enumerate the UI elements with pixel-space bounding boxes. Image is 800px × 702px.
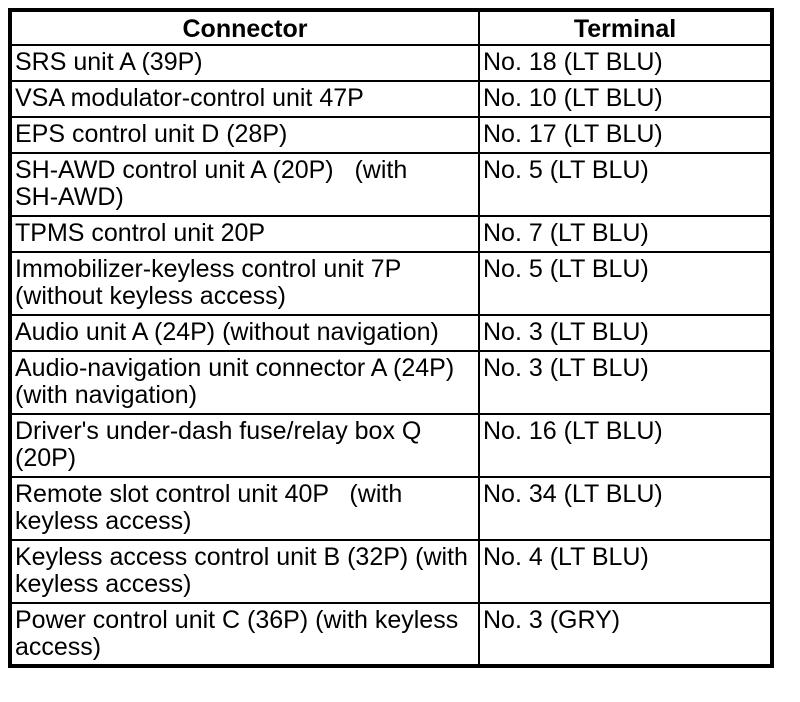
terminal-cell: No. 17 (LT BLU) xyxy=(478,116,773,154)
connector-cell: EPS control unit D (28P) xyxy=(9,116,480,154)
connector-cell: TPMS control unit 20P xyxy=(9,215,480,253)
terminal-cell: No. 5 (LT BLU) xyxy=(478,251,773,316)
table-row: VSA modulator-control unit 47P No. 10 (L… xyxy=(9,80,773,118)
terminal-cell: No. 3 (GRY) xyxy=(478,602,773,667)
terminal-cell: No. 16 (LT BLU) xyxy=(478,413,773,478)
table-row: Keyless access control unit B (32P) (wit… xyxy=(9,539,773,604)
terminal-cell: No. 7 (LT BLU) xyxy=(478,215,773,253)
connector-cell: Keyless access control unit B (32P) (wit… xyxy=(9,539,480,604)
table-row: Remote slot control unit 40P (with keyle… xyxy=(9,476,773,541)
table-row: Immobilizer-keyless control unit 7P (wit… xyxy=(9,251,773,316)
connector-cell: Audio unit A (24P) (without navigation) xyxy=(9,314,480,352)
terminal-cell: No. 18 (LT BLU) xyxy=(478,44,773,82)
connector-terminal-table: Connector Terminal SRS unit A (39P) No. … xyxy=(8,8,774,668)
connector-cell: Remote slot control unit 40P (with keyle… xyxy=(9,476,480,541)
table-header-row: Connector Terminal xyxy=(9,9,773,46)
terminal-cell: No. 5 (LT BLU) xyxy=(478,152,773,217)
table-row: SRS unit A (39P) No. 18 (LT BLU) xyxy=(9,44,773,82)
terminal-cell: No. 34 (LT BLU) xyxy=(478,476,773,541)
table-row: TPMS control unit 20P No. 7 (LT BLU) xyxy=(9,215,773,253)
connector-cell: SRS unit A (39P) xyxy=(9,44,480,82)
connector-cell: Audio-navigation unit connector A (24P) … xyxy=(9,350,480,415)
table-row: Driver's under-dash fuse/relay box Q (20… xyxy=(9,413,773,478)
table-row: SH-AWD control unit A (20P) (with SH-AWD… xyxy=(9,152,773,217)
table-row: Audio unit A (24P) (without navigation) … xyxy=(9,314,773,352)
terminal-cell: No. 10 (LT BLU) xyxy=(478,80,773,118)
connector-cell: Power control unit C (36P) (with keyless… xyxy=(9,602,480,667)
column-header-connector: Connector xyxy=(9,9,480,46)
connector-cell: SH-AWD control unit A (20P) (with SH-AWD… xyxy=(9,152,480,217)
table-row: Audio-navigation unit connector A (24P) … xyxy=(9,350,773,415)
connector-cell: Immobilizer-keyless control unit 7P (wit… xyxy=(9,251,480,316)
table-row: Power control unit C (36P) (with keyless… xyxy=(9,602,773,667)
table-row: EPS control unit D (28P) No. 17 (LT BLU) xyxy=(9,116,773,154)
connector-cell: VSA modulator-control unit 47P xyxy=(9,80,480,118)
column-header-terminal: Terminal xyxy=(478,9,773,46)
terminal-cell: No. 4 (LT BLU) xyxy=(478,539,773,604)
terminal-cell: No. 3 (LT BLU) xyxy=(478,314,773,352)
terminal-cell: No. 3 (LT BLU) xyxy=(478,350,773,415)
connector-cell: Driver's under-dash fuse/relay box Q (20… xyxy=(9,413,480,478)
